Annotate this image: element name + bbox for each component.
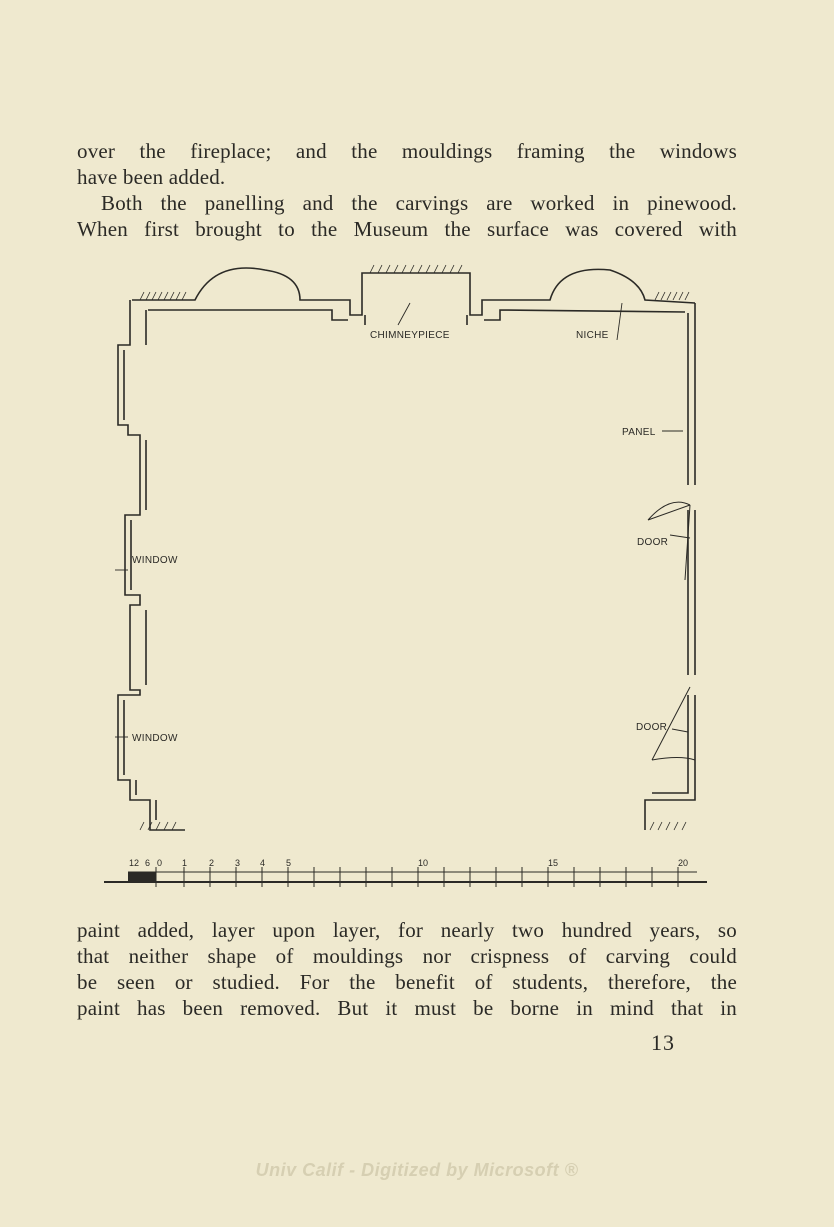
label-chimneypiece: CHIMNEYPIECE (370, 330, 450, 341)
scale-label: 6 (145, 858, 150, 868)
scale-label: 5 (286, 858, 291, 868)
bottom-paragraph: paint added, layer upon layer, for nearl… (77, 917, 737, 1021)
text-line: be seen or studied. For the benefit of s… (77, 970, 737, 994)
scale-label: 10 (418, 858, 428, 868)
label-door-upper: DOOR (637, 537, 668, 548)
page-number: 13 (651, 1030, 675, 1055)
text-line: that neither shape of mouldings nor cris… (77, 944, 737, 968)
leader-lines (115, 302, 691, 738)
plan-walls (117, 267, 696, 831)
scale-label: 2 (209, 858, 214, 868)
scale-label: 0 (157, 858, 162, 868)
scale-bar: 12 6 0 1 2 3 4 5 10 15 20 (104, 858, 707, 887)
text-line: have been added. (77, 165, 226, 189)
text-line: paint has been removed. But it must be b… (77, 996, 737, 1020)
scale-label: 15 (548, 858, 558, 868)
text-line: over the fireplace; and the mouldings fr… (77, 139, 737, 163)
scale-label: 4 (260, 858, 265, 868)
label-window-lower: WINDOW (132, 733, 178, 744)
room-floor-plan: CHIMNEYPIECE NICHE PANEL DOOR DOOR WINDO… (104, 264, 707, 887)
scale-label: 20 (678, 858, 688, 868)
door-swings (647, 501, 696, 761)
top-paragraph: over the fireplace; and the mouldings fr… (77, 138, 737, 242)
scale-label: 1 (182, 858, 187, 868)
scale-label: 12 (129, 858, 139, 868)
scale-label: 3 (235, 858, 240, 868)
label-window-upper: WINDOW (132, 555, 178, 566)
text-line: paint added, layer upon layer, for nearl… (77, 918, 737, 942)
text-line: Both the panelling and the carvings are … (101, 191, 737, 215)
wall-hatching (139, 264, 690, 831)
text-line: When first brought to the Museum the sur… (77, 217, 737, 241)
digitization-watermark: Univ Calif - Digitized by Microsoft ® (255, 1160, 579, 1180)
label-niche: NICHE (576, 330, 609, 341)
label-panel: PANEL (622, 427, 656, 438)
label-door-lower: DOOR (636, 722, 667, 733)
